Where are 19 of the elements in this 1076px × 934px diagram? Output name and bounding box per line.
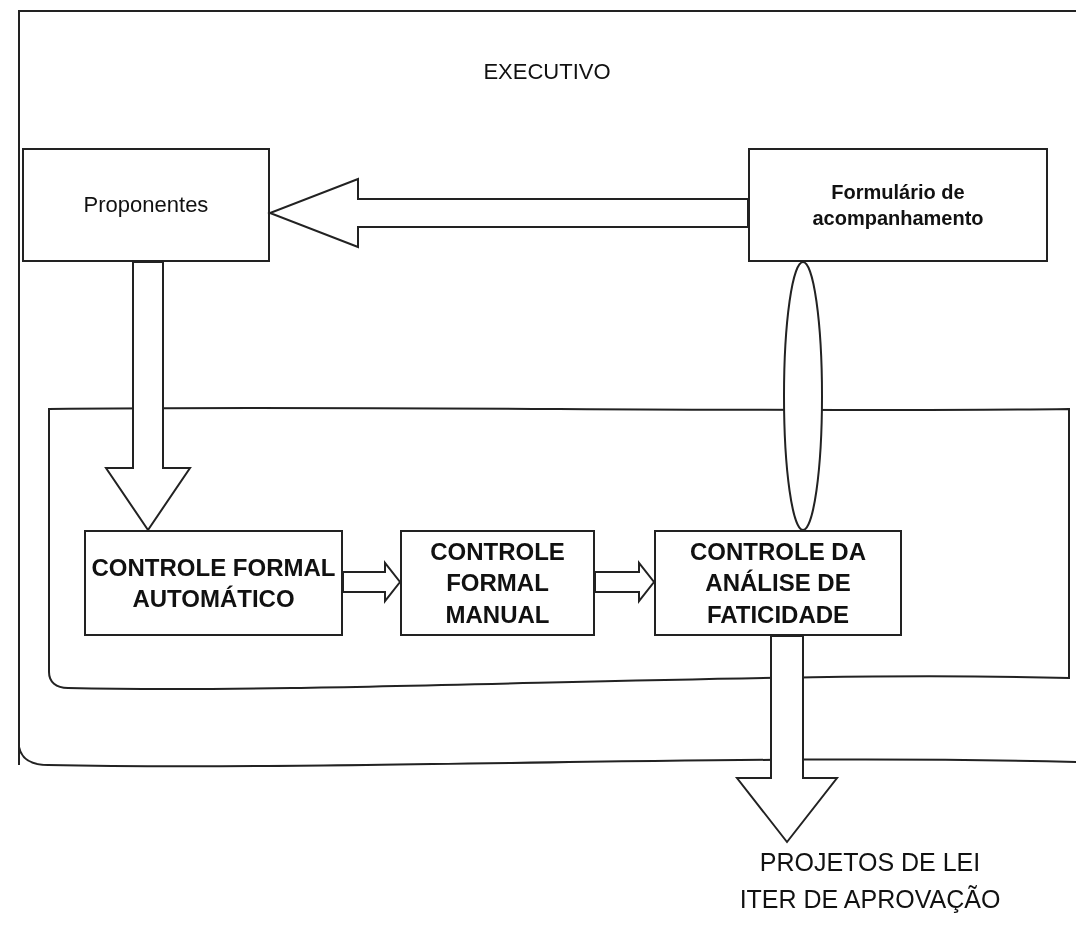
box-label: Formulário de acompanhamento — [811, 180, 985, 231]
ellipse-connector — [783, 261, 823, 531]
region-heading: EXECUTIVO — [483, 58, 611, 86]
block-arrow — [267, 177, 749, 249]
process-box — [400, 530, 595, 636]
process-box — [748, 148, 1048, 262]
output-label: PROJETOS DE LEI — [759, 847, 981, 878]
output-label: ITER DE APROVAÇÃO — [739, 883, 1001, 915]
box-label: CONTROLE DA ANÁLISE DE FATICIDADE — [689, 537, 867, 630]
box-label: Proponentes — [83, 190, 209, 219]
block-arrow — [734, 635, 840, 844]
box-label: CONTROLE FORMAL MANUAL — [429, 537, 566, 630]
box-label: CONTROLE FORMAL AUTOMÁTICO — [90, 552, 337, 614]
block-arrow — [594, 560, 656, 604]
process-box — [654, 530, 902, 636]
process-box — [84, 530, 343, 636]
process-box — [22, 148, 270, 262]
block-arrow — [342, 560, 402, 604]
block-arrow — [104, 261, 192, 532]
